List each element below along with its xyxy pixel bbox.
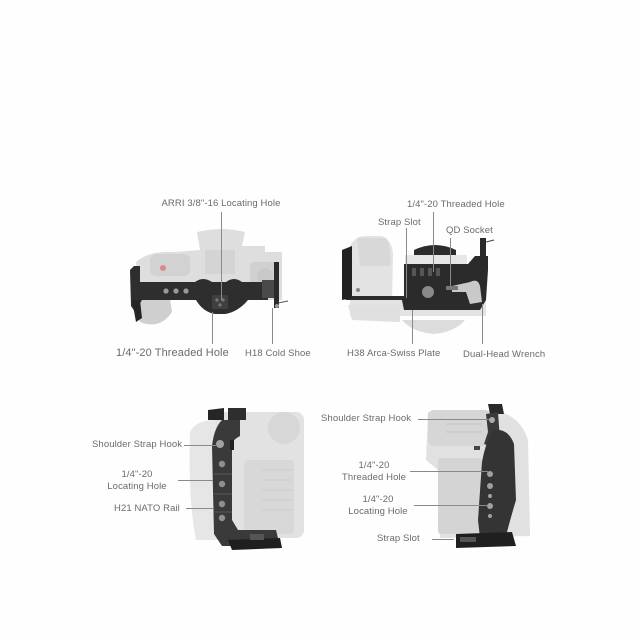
right-strap-slot-leader-line (432, 539, 454, 540)
label-right-locating-hole-line1: 1/4"-20 (362, 494, 394, 505)
right-shoulder-hook-leader-line (418, 419, 490, 420)
label-qd-socket: QD Socket (446, 225, 493, 236)
strap-slot-leader-line (406, 228, 407, 298)
label-dual-head-wrench: Dual-Head Wrench (463, 349, 546, 360)
threaded-hole-leader-line (212, 312, 213, 344)
bottom-threaded-hole-leader-line (433, 212, 434, 272)
nato-rail-leader-line (186, 508, 213, 509)
top-view: ARRI 3/8"-16 Locating Hole 1/4"-20 Threa… (0, 0, 320, 380)
label-right-shoulder-strap-hook: Shoulder Strap Hook (321, 413, 412, 424)
label-nato-rail: H21 NATO Rail (114, 503, 180, 514)
right-locating-hole-leader-line (414, 505, 488, 506)
label-left-shoulder-strap-hook: Shoulder Strap Hook (92, 439, 183, 450)
label-right-threaded-hole-line1: 1/4"-20 (358, 460, 390, 471)
right-threaded-hole-leader-line (410, 471, 488, 472)
arri-leader-line (221, 212, 222, 300)
label-arca-swiss-plate: H38 Arca-Swiss Plate (347, 348, 441, 359)
label-cold-shoe: H18 Cold Shoe (245, 348, 311, 359)
label-strap-slot: Strap Slot (378, 217, 421, 228)
label-bottom-threaded-hole: 1/4"-20 Threaded Hole (407, 199, 505, 210)
top-view-camera-cage-image (130, 229, 289, 325)
label-left-locating-hole-line2: Locating Hole (107, 481, 167, 492)
arca-leader-line (412, 310, 413, 344)
cold-shoe-leader-line (272, 308, 273, 344)
label-right-strap-slot: Strap Slot (377, 533, 420, 544)
wrench-leader-line (482, 304, 483, 344)
left-locating-hole-leader-line (178, 480, 213, 481)
qd-socket-leader-line (450, 238, 451, 288)
label-arri-locating-hole: ARRI 3/8"-16 Locating Hole (161, 198, 281, 209)
label-right-locating-hole-line2: Locating Hole (348, 506, 408, 517)
label-threaded-hole: 1/4"-20 Threaded Hole (116, 347, 229, 359)
label-left-locating-hole-line1: 1/4"-20 (121, 469, 153, 480)
label-right-threaded-hole-line2: Threaded Hole (341, 472, 407, 483)
left-shoulder-hook-leader-line (184, 445, 216, 446)
